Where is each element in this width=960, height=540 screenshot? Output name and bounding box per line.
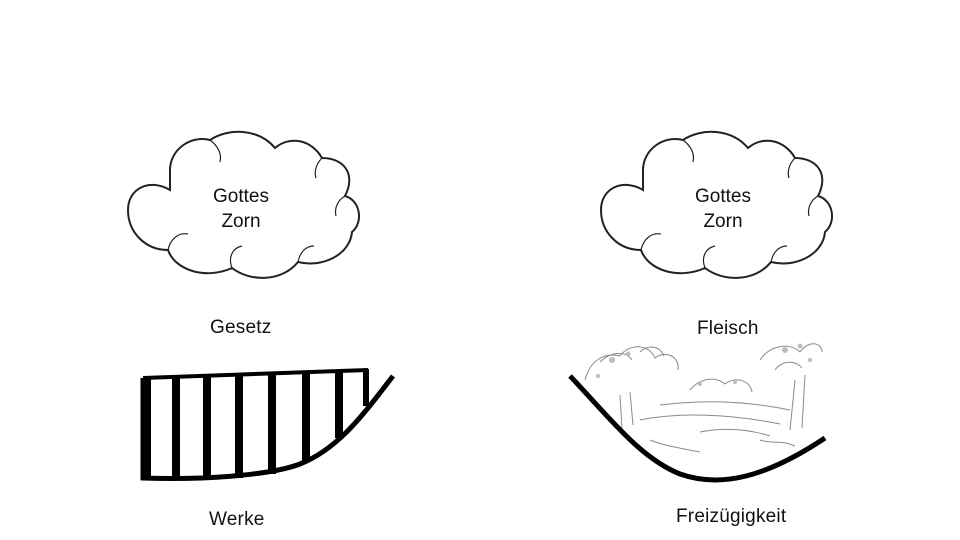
left-cloud	[126, 130, 361, 279]
right-cloud-line1: Gottes	[695, 186, 751, 207]
right-top-label: Fleisch	[697, 318, 759, 339]
fence-posts	[143, 369, 369, 479]
right-cloud-line2: Zorn	[703, 211, 743, 232]
left-cloud-line1: Gottes	[213, 186, 269, 207]
left-cloud-text: Gottes Zorn	[181, 184, 301, 234]
right-cloud	[599, 130, 834, 279]
left-bottom-label: Werke	[209, 509, 265, 530]
fenced-bowl	[140, 368, 395, 481]
landscape-valley	[568, 343, 827, 483]
left-top-label: Gesetz	[210, 317, 272, 338]
left-cloud-line2: Zorn	[221, 211, 261, 232]
right-bottom-label: Freizügigkeit	[676, 506, 787, 527]
right-cloud-text: Gottes Zorn	[663, 184, 783, 234]
